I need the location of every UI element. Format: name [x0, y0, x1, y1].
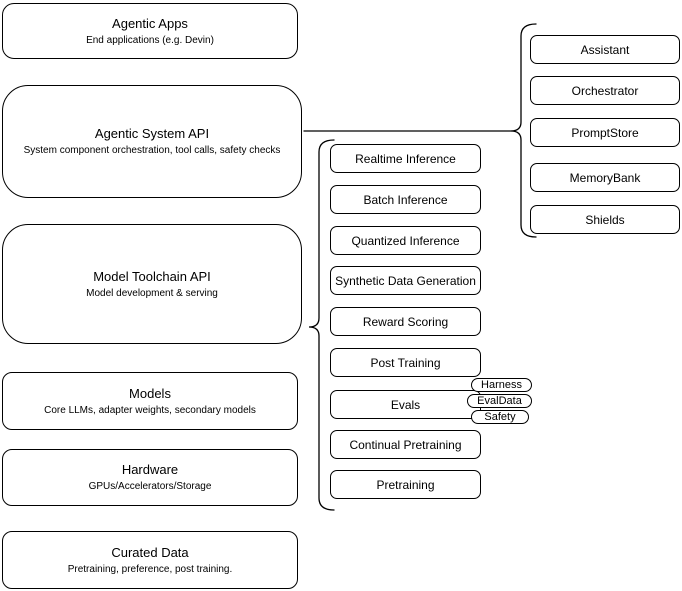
service-label: Continual Pretraining — [349, 437, 462, 452]
layer-subtitle: System component orchestration, tool cal… — [23, 145, 281, 156]
service-evals: Evals — [330, 390, 481, 419]
service-label: Synthetic Data Generation — [335, 273, 476, 288]
evals-tag-harness: Harness — [471, 378, 532, 392]
layer-subtitle: End applications (e.g. Devin) — [86, 34, 214, 46]
evals-tag-safety: Safety — [471, 410, 529, 424]
layer-subtitle: Core LLMs, adapter weights, secondary mo… — [44, 404, 256, 416]
evals-tag-evaldata: EvalData — [467, 394, 532, 408]
service-label: Realtime Inference — [355, 151, 456, 166]
component-label: PromptStore — [571, 125, 639, 140]
service-continual-pretraining: Continual Pretraining — [330, 430, 481, 459]
layer-agentic-system-api: Agentic System API System component orch… — [2, 85, 302, 198]
service-label: Batch Inference — [363, 192, 448, 207]
service-label: Reward Scoring — [362, 314, 449, 329]
tag-label: Safety — [484, 411, 516, 423]
layer-curated-data: Curated Data Pretraining, preference, po… — [2, 531, 298, 589]
service-realtime-inference: Realtime Inference — [330, 144, 481, 173]
tag-label: Harness — [481, 379, 522, 391]
component-assistant: Assistant — [530, 35, 680, 64]
layer-hardware: Hardware GPUs/Accelerators/Storage — [2, 449, 298, 506]
layer-agentic-apps: Agentic Apps End applications (e.g. Devi… — [2, 3, 298, 59]
layer-title: Models — [129, 385, 171, 401]
component-memorybank: MemoryBank — [530, 163, 680, 192]
service-pretraining: Pretraining — [330, 470, 481, 499]
layer-title: Agentic Apps — [112, 15, 188, 31]
layer-title: Model Toolchain API — [93, 268, 211, 284]
service-label: Post Training — [370, 355, 441, 370]
service-label: Evals — [390, 397, 421, 412]
layer-title: Curated Data — [111, 544, 189, 560]
layer-title: Agentic System API — [94, 126, 210, 141]
layer-subtitle: GPUs/Accelerators/Storage — [88, 481, 212, 492]
service-label: Pretraining — [376, 477, 435, 492]
layer-title: Hardware — [121, 462, 179, 477]
layer-model-toolchain-api: Model Toolchain API Model development & … — [2, 224, 302, 344]
component-promptstore: PromptStore — [530, 118, 680, 147]
component-label: Shields — [585, 212, 625, 227]
component-orchestrator: Orchestrator — [530, 76, 680, 105]
layer-subtitle: Model development & serving — [86, 287, 218, 299]
tag-label: EvalData — [477, 395, 522, 407]
service-synthetic-data-generation: Synthetic Data Generation — [330, 266, 481, 295]
layer-subtitle: Pretraining, preference, post training. — [67, 563, 233, 575]
component-label: MemoryBank — [569, 170, 641, 185]
service-quantized-inference: Quantized Inference — [330, 226, 481, 255]
component-shields: Shields — [530, 205, 680, 234]
component-label: Assistant — [580, 42, 630, 57]
service-batch-inference: Batch Inference — [330, 185, 481, 214]
service-post-training: Post Training — [330, 348, 481, 377]
component-label: Orchestrator — [571, 83, 639, 98]
service-reward-scoring: Reward Scoring — [330, 307, 481, 336]
service-label: Quantized Inference — [351, 233, 460, 248]
layer-models: Models Core LLMs, adapter weights, secon… — [2, 372, 298, 430]
